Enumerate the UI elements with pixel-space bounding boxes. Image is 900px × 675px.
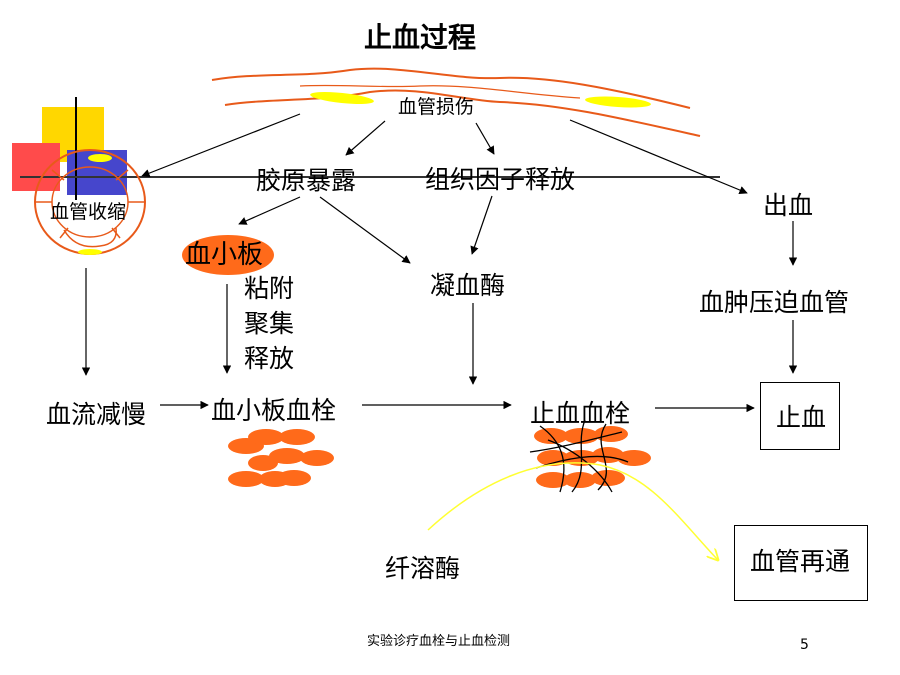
flow-arrows <box>81 113 798 413</box>
node-platelet: 血小板 <box>185 240 264 270</box>
node-slowed-blood-flow: 血流减慢 <box>46 400 147 429</box>
node-hemostatic-thrombus: 止血血栓 <box>530 399 631 428</box>
damaged-vessel-illustration <box>211 67 701 137</box>
node-thrombin: 凝血酶 <box>430 271 506 300</box>
arrow-collagen-to-thrombin <box>319 196 411 264</box>
node-vasoconstriction: 血管收缩 <box>50 201 127 223</box>
arrow-injury-to-vasoconstriction <box>141 113 301 178</box>
fibrin-platelet-clot <box>529 419 651 493</box>
vessel-plaque-right <box>585 96 651 108</box>
page-number: 5 <box>800 637 809 653</box>
node-bleeding: 出血 <box>763 191 814 220</box>
platelet-highlight-blob <box>182 235 274 275</box>
node-release: 释放 <box>244 344 295 373</box>
fibrinolysis-arrow <box>427 462 718 560</box>
node-vessel-injury: 血管损伤 <box>398 96 475 118</box>
node-hemostasis: 止血 <box>776 403 827 432</box>
vessel-cross-section <box>34 149 146 255</box>
decorative-corner-squares <box>12 97 720 200</box>
node-platelet-thrombus: 血小板血栓 <box>211 396 337 425</box>
slide-title: 止血过程 <box>364 21 477 54</box>
arrow-injury-to-collagen <box>345 120 386 156</box>
node-vessel-recanalization: 血管再通 <box>750 547 851 576</box>
node-tissue-factor-release: 组织因子释放 <box>425 165 576 194</box>
node-hematoma-compression: 血肿压迫血管 <box>699 288 850 317</box>
hemostasis-box <box>760 382 840 450</box>
arrow-collagen-to-platelet <box>238 196 301 225</box>
node-collagen-exposure: 胶原暴露 <box>256 166 357 195</box>
node-adhesion: 粘附 <box>244 274 295 303</box>
arrow-injury-to-bleeding <box>569 119 748 195</box>
slide-footer: 实验诊疗血栓与止血检测 <box>367 634 511 649</box>
arrow-tissue-factor-to-thrombin <box>470 195 493 255</box>
node-aggregation: 聚集 <box>244 309 295 338</box>
platelet-cluster <box>228 429 334 487</box>
node-fibrinolysin: 纤溶酶 <box>385 554 461 583</box>
deco-red-square <box>12 143 60 191</box>
vessel-recanalization-box <box>734 525 868 601</box>
arrow-injury-to-tissue-factor <box>475 122 495 155</box>
vessel-plaque-left <box>310 92 374 104</box>
